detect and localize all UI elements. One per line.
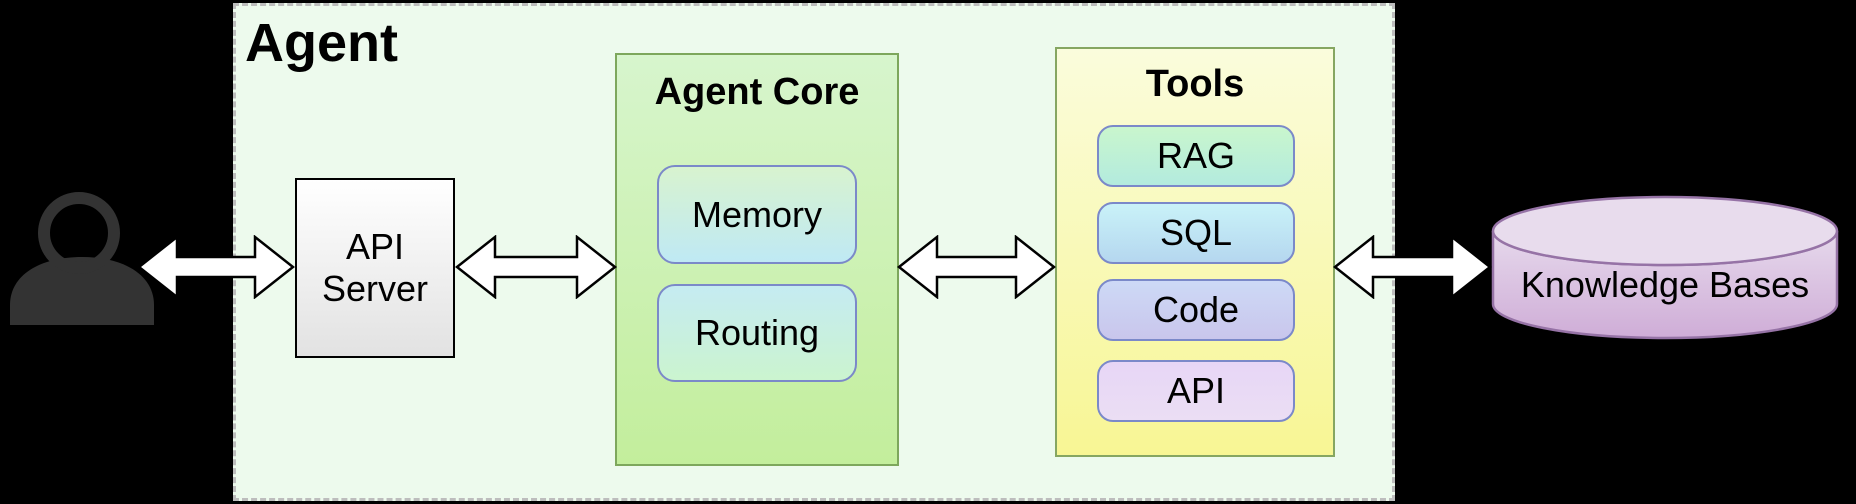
node-knowledge-bases (1490, 192, 1840, 351)
agent-boundary-title: Agent (245, 13, 398, 73)
cylinder-top-shape (1491, 195, 1839, 267)
node-rag: RAG (1097, 125, 1295, 187)
tools-title: Tools (1145, 63, 1245, 105)
arrow-apiserver-agentcore (455, 235, 617, 299)
node-code: Code (1097, 279, 1295, 341)
user-body-shape (10, 257, 154, 325)
node-api: API (1097, 360, 1295, 422)
node-sql: SQL (1097, 202, 1295, 264)
node-routing: Routing (657, 284, 857, 382)
group-agent-core: Agent Core Memory Routing (615, 53, 899, 466)
group-tools: Tools RAG SQL Code API (1055, 47, 1335, 457)
arrow-tools-knowledgebases (1333, 235, 1492, 299)
arrow-agentcore-tools (897, 235, 1056, 299)
user-icon (8, 183, 158, 334)
node-api-server: API Server (295, 178, 455, 358)
agent-core-title: Agent Core (654, 71, 860, 113)
user-head-shape (38, 192, 120, 274)
node-memory: Memory (657, 165, 857, 264)
knowledge-bases-label: Knowledge Bases (1520, 264, 1810, 305)
arrow-user-apiserver (137, 235, 295, 299)
